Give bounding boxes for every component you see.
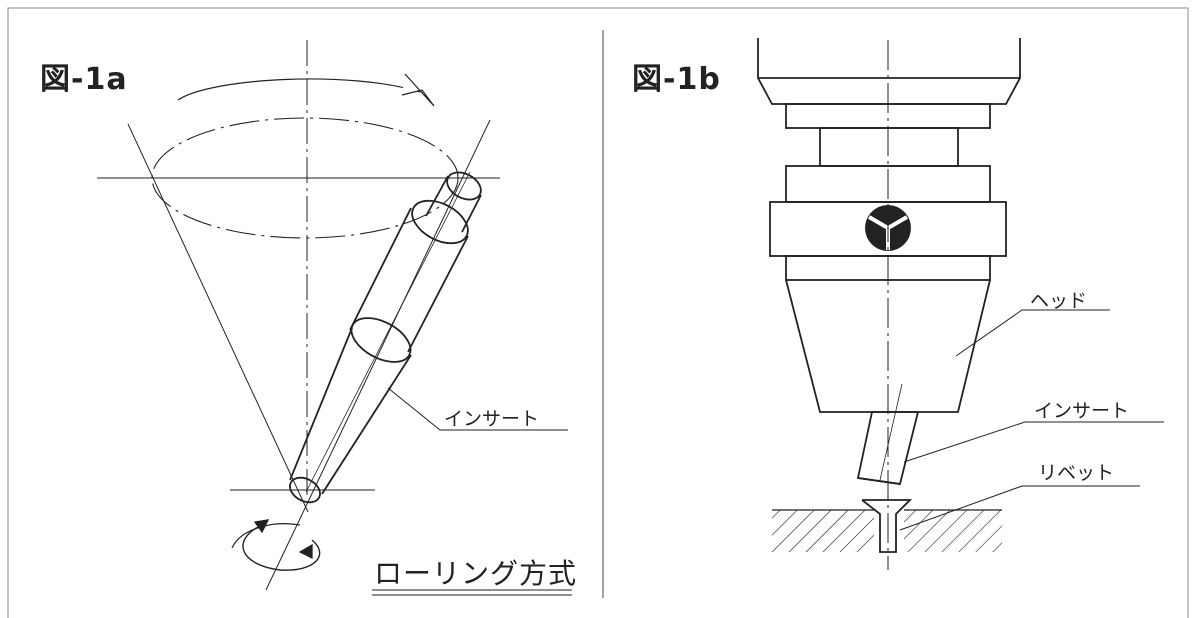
workpiece-right <box>904 510 1002 552</box>
figure-1b-title: 図-1b <box>632 62 721 97</box>
figure-1a-title: 図-1a <box>40 62 128 97</box>
insert-label-1a: インサート <box>444 408 540 430</box>
rivet-leader-line <box>899 485 1140 531</box>
rivet-label: リベット <box>1038 462 1115 484</box>
outer-border <box>7 7 1189 618</box>
insert-bottom-ellipse <box>289 476 321 504</box>
insert-shoulder-ellipse <box>411 199 469 245</box>
machine-top-block <box>757 38 1021 105</box>
cone-right-line <box>265 119 491 591</box>
rolling-path-ellipse <box>151 117 459 239</box>
head-label: ヘッド <box>1030 290 1088 312</box>
figure-1a-drawing <box>97 40 572 596</box>
workpiece-left <box>772 510 874 552</box>
rivet <box>861 499 913 553</box>
cone-left-line <box>127 123 309 513</box>
head-leader-line <box>955 309 1110 357</box>
insert-label-1b: インサート <box>1034 400 1130 422</box>
insert-leader-line-1b <box>903 421 1164 463</box>
method-label: ローリング方式 <box>374 557 578 590</box>
insert-mid-ellipse <box>350 317 412 363</box>
figure-1b-drawing <box>757 38 1164 570</box>
rotation-arrow <box>177 78 421 101</box>
insert-leader-line <box>387 387 568 431</box>
rotation-arrowhead-icon <box>401 73 435 107</box>
tip-rotation-arrows-icon <box>242 524 321 571</box>
